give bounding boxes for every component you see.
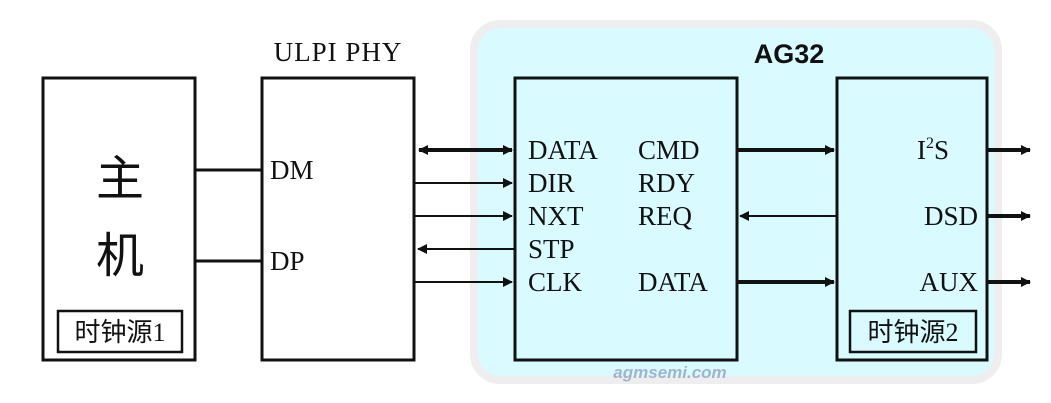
- phy-title: ULPI PHY: [274, 37, 403, 67]
- host-char-2: 机: [96, 230, 144, 283]
- host-clock-label: 时钟源1: [74, 318, 165, 347]
- audio-aux-label: AUX: [920, 267, 979, 297]
- audio-i2s-label: I2S: [917, 135, 949, 165]
- watermark: agmsemi.com: [613, 363, 726, 382]
- audio-clock-box: [848, 309, 978, 354]
- phy-dm-label: DM: [270, 155, 314, 185]
- audio-block: I2S DSD AUX 时钟源2: [835, 76, 989, 362]
- ag32-pin-stp: STP: [528, 234, 575, 264]
- ag32-title: AG32: [754, 39, 825, 69]
- ag32-pin-nxt: NXT: [528, 201, 584, 231]
- audio-dsd-label: DSD: [924, 201, 978, 231]
- ag32-pin-cmd: CMD: [638, 135, 700, 165]
- host-char-1: 主: [96, 153, 144, 206]
- host-block: 主 机 时钟源1: [41, 76, 197, 362]
- host-clock-box: [56, 309, 184, 354]
- ag32-block: DATA DIR NXT STP CLK CMD RDY REQ DATA: [513, 76, 739, 362]
- audio-clock-label: 时钟源2: [867, 318, 958, 347]
- ag32-pin-dir: DIR: [528, 168, 575, 198]
- ag32-pin-req: REQ: [638, 201, 693, 231]
- ag32-pin-rdy: RDY: [638, 168, 695, 198]
- phy-box: [260, 76, 416, 362]
- ag32-pin-clk: CLK: [528, 267, 583, 297]
- ag32-pin-data-left: DATA: [528, 135, 598, 165]
- phy-dp-label: DP: [270, 246, 305, 276]
- ag32-box: [513, 76, 739, 362]
- ag32-pin-data-right: DATA: [638, 267, 708, 297]
- ulpi-phy-block: ULPI PHY DM DP: [260, 37, 416, 362]
